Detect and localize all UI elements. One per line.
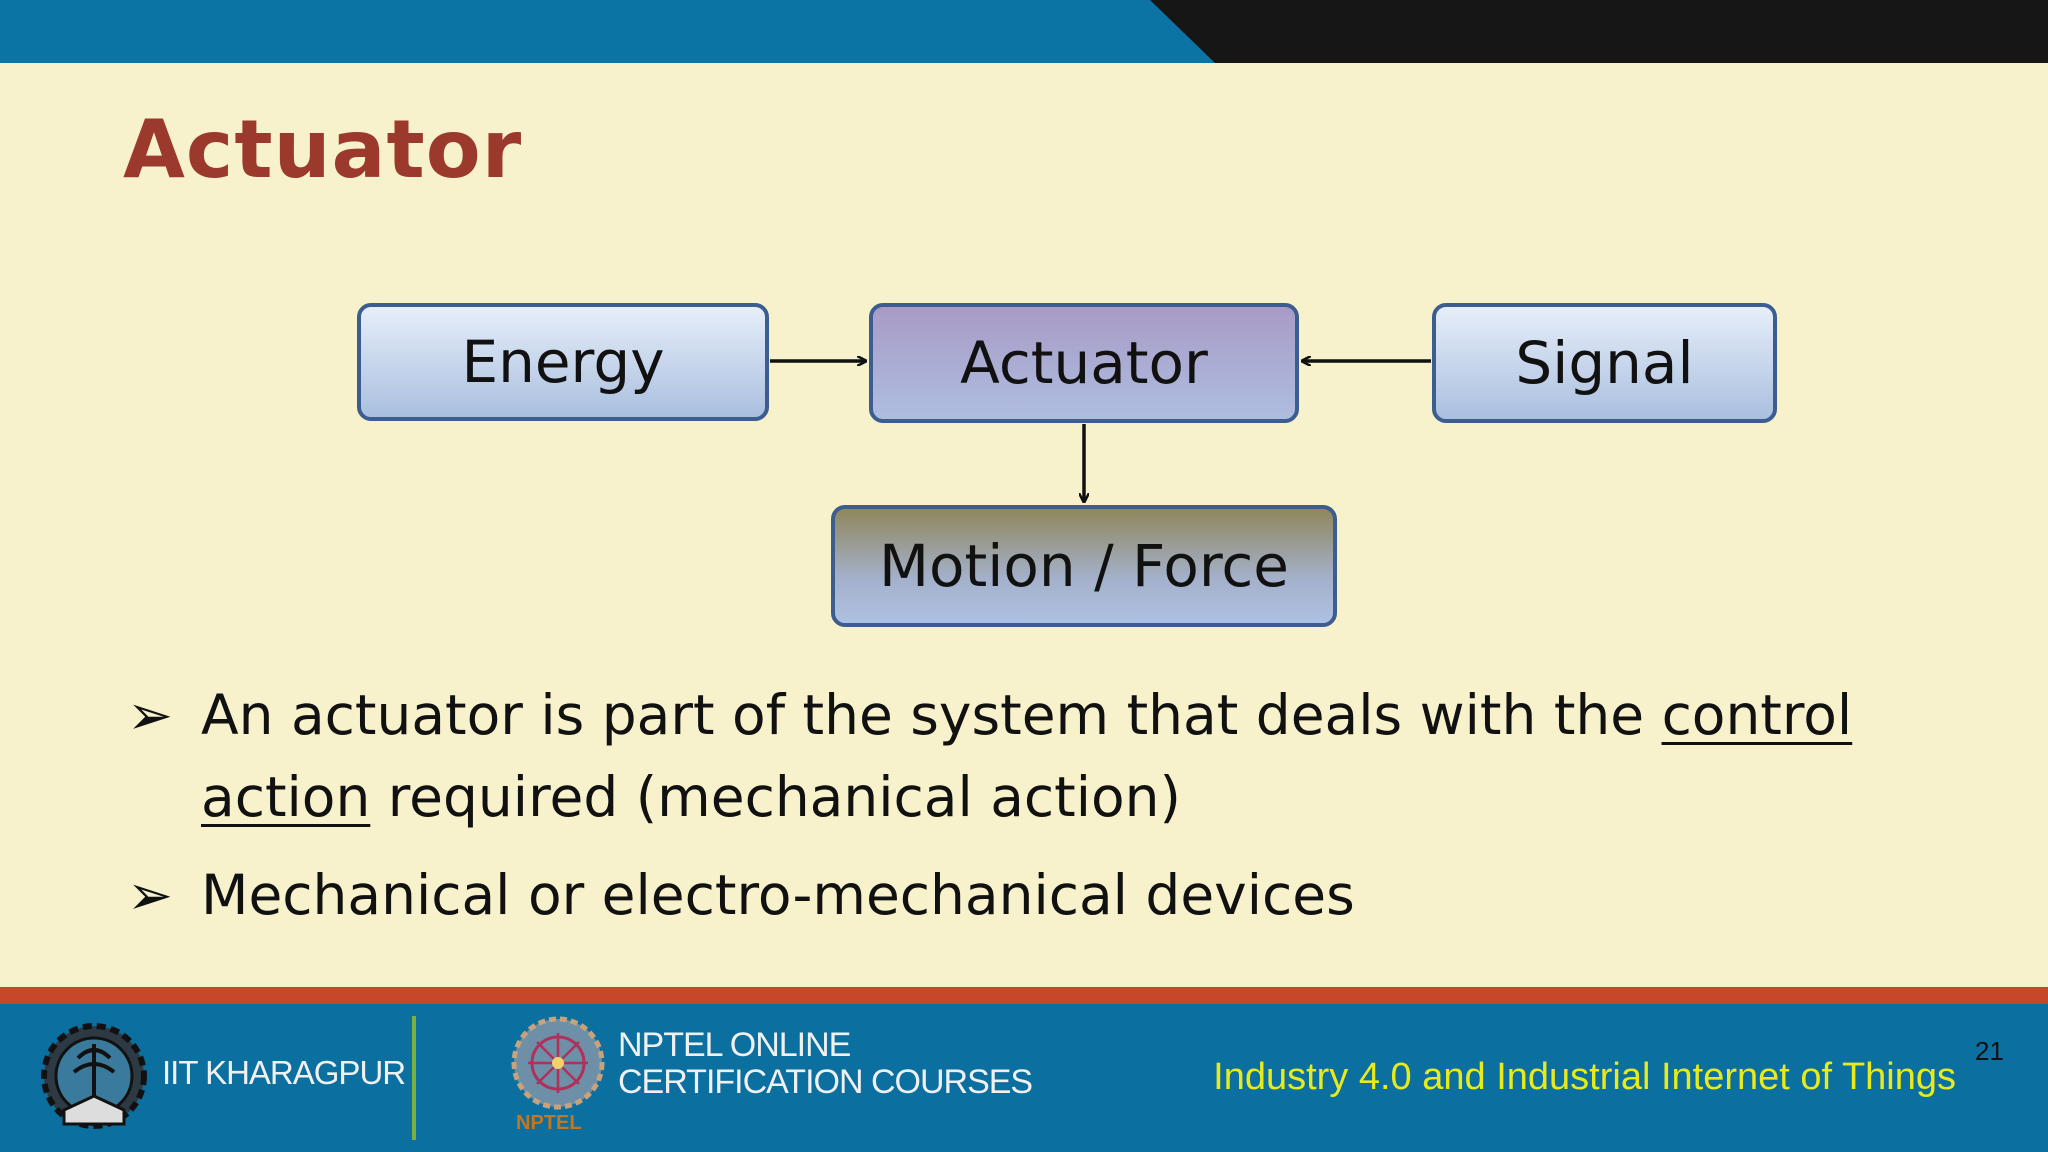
nptel-title-line-2: CERTIFICATION COURSES [618, 1063, 1033, 1101]
bullet-text-part: An actuator is part of the system that d… [201, 683, 1662, 747]
diagram-box-motion-force: Motion / Force [831, 505, 1337, 627]
footer-divider [412, 1016, 416, 1140]
top-bar-dark-segment [1150, 0, 2048, 63]
course-title: Industry 4.0 and Industrial Internet of … [1213, 1056, 1956, 1098]
nptel-logo-label: NPTEL [516, 1112, 582, 1134]
diagram-box-signal-label: Signal [1515, 329, 1694, 397]
diagram-box-motion-force-label: Motion / Force [879, 532, 1289, 600]
nptel-title-line-1: NPTEL ONLINE [618, 1026, 851, 1064]
iit-kharagpur-label: IIT KHARAGPUR [162, 1054, 406, 1091]
bullet-text: An actuator is part of the system that d… [201, 674, 1927, 838]
diagram-box-actuator: Actuator [869, 303, 1299, 423]
bullet-text: Mechanical or electro-mechanical devices [201, 863, 1355, 927]
bullet-arrow-icon: ➢ [127, 863, 174, 927]
diagram-box-energy: Energy [357, 303, 769, 421]
footer-stripe [0, 987, 2048, 1004]
iit-kharagpur-logo-icon [41, 1023, 147, 1129]
footer-bar [0, 1004, 2048, 1152]
slide-page-number: 21 [1975, 1036, 2004, 1066]
diagram-box-energy-label: Energy [461, 328, 665, 396]
diagram-box-actuator-label: Actuator [960, 329, 1208, 397]
bullet-text-part: required (mechanical action) [370, 765, 1181, 829]
bullet-arrow-icon: ➢ [127, 683, 174, 747]
slide-title: Actuator [123, 103, 523, 196]
nptel-logo-icon [511, 1016, 605, 1110]
bullet-text-underlined: control action [201, 683, 1853, 829]
diagram-box-signal: Signal [1432, 303, 1777, 423]
